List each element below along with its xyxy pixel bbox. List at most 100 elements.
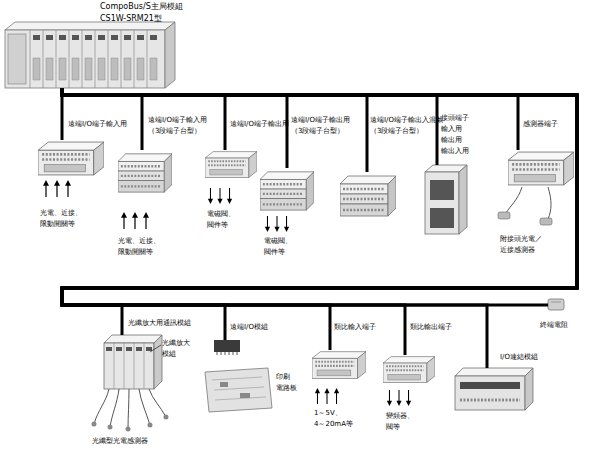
text-line: 1～5V、 [314, 408, 353, 419]
text-line: 限動開關等 [40, 219, 82, 230]
bus-cable [62, 88, 577, 350]
device-heading: 類比輸出端子 [410, 322, 452, 333]
circuit-board [205, 368, 272, 412]
master-module: CompoBus/S主局模組CS1W-SRM21型 [5, 22, 175, 88]
output-arrows [208, 188, 232, 204]
bus-cable [62, 88, 437, 165]
link-stripe [460, 382, 520, 389]
slave-device: 遠端I/O端子輸出入混載 （3段端子台型） [340, 172, 396, 218]
text-line: 模組 [162, 349, 190, 360]
text-line: 輸出用 [441, 135, 469, 146]
bus-cable [62, 88, 225, 150]
terminal-block [38, 142, 104, 175]
device-heading: 遠端I/O模組 [230, 322, 268, 333]
three-tier-block [260, 172, 314, 210]
text-line: 感測器端子 [523, 119, 558, 130]
sensor-head [498, 212, 510, 219]
device-heading: 遠端I/O端子輸入用 [68, 119, 127, 130]
device-caption: 光電、近接、 限動開關等 [118, 236, 160, 258]
terminal-block [383, 357, 435, 383]
connector-slot [430, 208, 454, 228]
text-line: 輸出入用 [441, 146, 469, 157]
slave-device: 終端電阻 [548, 299, 564, 310]
remote-io-module [205, 340, 272, 412]
input-arrows [43, 180, 71, 197]
sensor-terminal [508, 152, 574, 185]
text-line: 印刷 [276, 372, 297, 383]
slave-device: 光纖放大用通訊模組光纖型光電感測器 [104, 335, 162, 391]
slave-device: I/O連結模組 [455, 368, 533, 412]
text-line: 遠端I/O端子輸入用 [148, 115, 207, 126]
amp-side [154, 335, 162, 389]
fiber-amplifier [92, 335, 169, 432]
text-line: 電路板 [276, 383, 297, 394]
output-arrows [265, 216, 289, 232]
text-line: 類比輸入端子 [334, 322, 376, 333]
rack-front [5, 30, 165, 88]
device-caption: 附接頭光電／ 近接感測器 [500, 234, 542, 256]
slave-device: 遠端I/O模組 [205, 340, 275, 412]
text-line: 遠端I/O模組 [230, 322, 268, 333]
link-top [455, 368, 533, 376]
bus-cable [62, 88, 577, 368]
input-arrows [121, 212, 149, 229]
text-line: 光纖型光電感測器 [92, 436, 148, 447]
device-heading: 光纖放大用通訊模組 [128, 318, 191, 329]
board-components [220, 382, 250, 398]
device-heading: 感測器端子 [523, 119, 558, 130]
text-line: 接頭端子 [441, 113, 469, 124]
terminator-body [548, 299, 564, 310]
model-number: CS1W-SRM21型 [100, 13, 162, 24]
amp-displays [106, 347, 152, 351]
rack-top [5, 22, 175, 30]
device-heading: 遠端I/O端子輸入用 （3段端子台型） [148, 115, 207, 137]
text-line: 遠端I/O端子輸出用 [291, 115, 350, 126]
terminal-side [459, 165, 467, 234]
terminal-block [312, 352, 366, 379]
board-traces [212, 377, 266, 400]
three-tier-block [340, 176, 396, 216]
device-caption: 電磁閥、 閥件等 [207, 209, 235, 231]
text-line: 光纖放大用通訊模組 [128, 318, 191, 329]
chip-pins [217, 352, 237, 355]
sensor-cables [506, 187, 551, 219]
text-line: CS1W-SRM21型 [100, 13, 162, 24]
input-arrows [315, 388, 339, 404]
text-line: 4～20mA等 [314, 419, 353, 430]
text-line: 光電、近接、 [118, 236, 160, 247]
device-heading: 接頭端子 輸入用 輸出用 輸出入用 [441, 113, 469, 157]
device-heading: 遠端I/O端子輸出入混載 （3段端子台型） [370, 115, 443, 137]
power-unit [8, 34, 26, 84]
device-caption: 電磁閥、 閥件等 [264, 236, 292, 258]
device-caption: 光纖型光電感測器 [92, 436, 148, 447]
slave-device: 遠端I/O端子輸入用 （3段端子台型）光電、近接、 限動開關等 [118, 150, 172, 194]
amp-top [104, 335, 162, 343]
output-arrows [387, 390, 411, 406]
device-caption: 1～5V、 4～20mA等 [314, 408, 353, 430]
text-line: （3段端子台型） [291, 126, 350, 137]
text-line: 電磁閥、 [207, 209, 235, 220]
text-line: 附接頭光電／ [500, 234, 542, 245]
text-line: 遠端I/O端子輸入用 [68, 119, 127, 130]
terminal-front [425, 172, 459, 234]
text-line: 類比輸出端子 [410, 322, 452, 333]
link-terminals [460, 399, 520, 402]
master-rack [5, 22, 175, 88]
rack-side [165, 22, 175, 88]
link-front [455, 376, 525, 410]
text-line: 光纖放大 [162, 338, 190, 349]
text-line: 近接感測器 [500, 245, 542, 256]
connector-slot [430, 180, 454, 200]
text-line: 輸入用 [441, 124, 469, 135]
module-name: CompoBus/S主局模組 [100, 1, 183, 12]
fiber-heads [92, 415, 169, 432]
io-link-module [455, 368, 533, 410]
module-indicators [33, 35, 157, 40]
text-line: 變頻器、 [386, 411, 414, 422]
callout-label: 光纖放大 模組 [162, 338, 190, 360]
text-line: 限動開關等 [118, 247, 160, 258]
leader-line [150, 345, 161, 352]
text-line: 閥等 [386, 422, 414, 433]
